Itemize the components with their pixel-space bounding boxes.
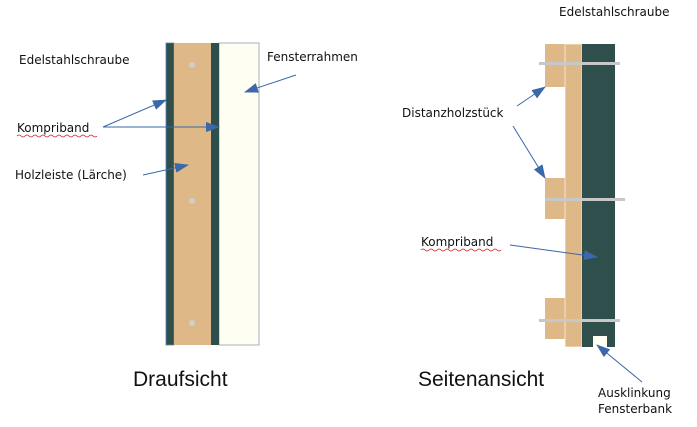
- arrow: [142, 162, 189, 176]
- arrow: [102, 99, 167, 128]
- label-ausklinkung: Ausklinkung: [598, 386, 671, 400]
- label-edelstahlschraube: Edelstahlschraube: [19, 53, 130, 67]
- kompriband-left: [165, 42, 175, 346]
- label-fensterbank: Fensterbank: [598, 402, 672, 416]
- distanzholz-piece: [545, 44, 565, 87]
- arrow: [596, 344, 643, 383]
- arrow: [509, 244, 598, 261]
- screw-bar: [545, 198, 625, 201]
- screw-dot: [189, 320, 195, 326]
- arrow: [512, 125, 546, 179]
- holzleiste-rect: [174, 43, 211, 345]
- spellcheck-underline: [16, 134, 98, 138]
- ausklinkung-notch: [593, 336, 607, 347]
- label-fensterrahmen: Fensterrahmen: [267, 50, 358, 64]
- title-draufsicht: Draufsicht: [133, 368, 228, 391]
- side-view: Edelstahlschraube Distanzholzstück Kompr…: [402, 5, 672, 416]
- kompriband-rect: [582, 44, 615, 347]
- top-view: Edelstahlschraube Fensterrahmen Kompriba…: [15, 42, 358, 391]
- title-seitenansicht: Seitenansicht: [418, 368, 544, 391]
- label-kompriband: Kompriband: [17, 121, 89, 135]
- holzleiste-rect: [564, 43, 583, 348]
- label-distanzholzstueck: Distanzholzstück: [402, 106, 504, 120]
- screw-bar: [539, 62, 620, 65]
- label-holzleiste: Holzleiste (Lärche): [15, 168, 127, 182]
- kompriband-right: [211, 43, 219, 345]
- distanzholz-piece: [545, 298, 565, 339]
- label-kompriband: Kompriband: [421, 235, 493, 249]
- fensterrahmen-rect: [218, 42, 260, 346]
- screw-dot: [189, 62, 195, 68]
- screw-dot: [189, 198, 195, 204]
- arrow: [244, 74, 297, 93]
- spellcheck-underline: [420, 248, 502, 252]
- label-edelstahlschraube: Edelstahlschraube: [559, 5, 670, 19]
- screw-bar: [539, 319, 620, 322]
- arrow: [516, 86, 546, 107]
